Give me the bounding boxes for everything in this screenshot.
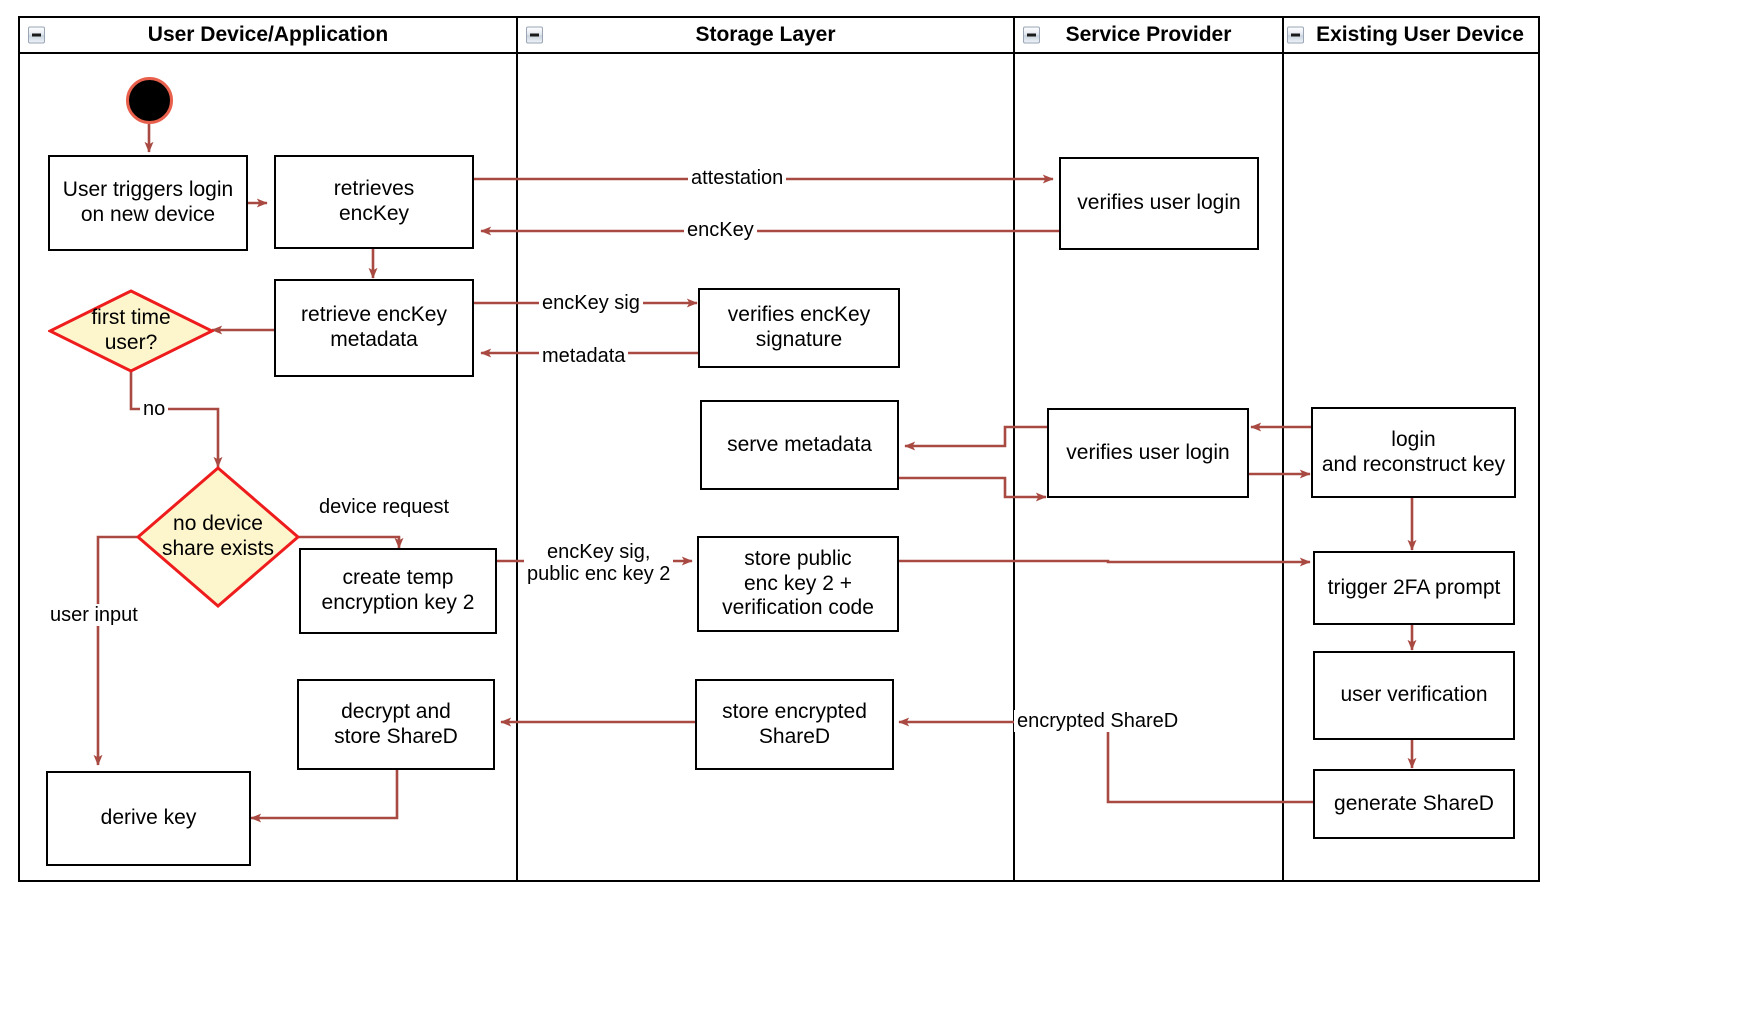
- lane-title-existing-user-device: Existing User Device: [1316, 23, 1524, 46]
- node-store-encrypted-shared[interactable]: store encrypted ShareD: [695, 679, 894, 770]
- edge-label-attestation: attestation: [688, 167, 787, 190]
- node-serve-metadata[interactable]: serve metadata: [700, 400, 899, 490]
- node-generate-shared[interactable]: generate ShareD: [1313, 769, 1515, 839]
- node-verifies-user-login-mid[interactable]: verifies user login: [1047, 408, 1249, 498]
- node-store-public-enc-key-2[interactable]: store public enc key 2 + verification co…: [697, 536, 899, 632]
- edge-label-enckey-sig-public-enc-key-2: encKey sig, public enc key 2: [524, 541, 674, 586]
- edge-label-no: no: [140, 398, 169, 421]
- start-node: [126, 77, 173, 124]
- lane-title-user-device: User Device/Application: [147, 23, 389, 46]
- lane-title-storage-layer: Storage Layer: [695, 23, 836, 46]
- minus-icon[interactable]: [1287, 26, 1304, 44]
- node-login-and-reconstruct-key[interactable]: login and reconstruct key: [1311, 407, 1516, 498]
- node-user-triggers-login[interactable]: User triggers login on new device: [48, 155, 248, 251]
- lane-header-user-device[interactable]: User Device/Application: [18, 16, 518, 54]
- lane-title-service-provider: Service Provider: [1065, 23, 1232, 46]
- lane-header-service-provider[interactable]: Service Provider: [1013, 16, 1284, 54]
- node-retrieves-enckey[interactable]: retrieves encKey: [274, 155, 474, 249]
- minus-icon[interactable]: [526, 26, 543, 44]
- decision-no-device-share-exists[interactable]: no device share exists: [136, 466, 300, 608]
- decision-no-device-share-exists-label: no device share exists: [161, 512, 275, 560]
- node-derive-key[interactable]: derive key: [46, 771, 251, 866]
- node-create-temp-encryption-key-2[interactable]: create temp encryption key 2: [299, 548, 497, 634]
- decision-first-time-user-label: first time user?: [91, 306, 171, 354]
- edge-label-enckey-sig: encKey sig: [539, 292, 643, 315]
- edge-label-enckey: encKey: [684, 219, 757, 242]
- node-user-verification[interactable]: user verification: [1313, 651, 1515, 740]
- edge-label-metadata: metadata: [539, 345, 629, 368]
- node-verifies-enckey-signature[interactable]: verifies encKey signature: [698, 288, 900, 368]
- node-trigger-2fa-prompt[interactable]: trigger 2FA prompt: [1313, 551, 1515, 625]
- node-verifies-user-login-top[interactable]: verifies user login: [1059, 157, 1259, 250]
- minus-icon[interactable]: [1023, 26, 1040, 44]
- edge-label-device-request: device request: [316, 496, 453, 519]
- edge-label-encrypted-shared: encrypted ShareD: [1014, 710, 1182, 733]
- node-decrypt-and-store-shared[interactable]: decrypt and store ShareD: [297, 679, 495, 770]
- minus-icon[interactable]: [28, 26, 45, 44]
- lane-header-existing-user-device[interactable]: Existing User Device: [1282, 16, 1540, 54]
- node-retrieve-enckey-metadata[interactable]: retrieve encKey metadata: [274, 279, 474, 377]
- edge-label-user-input: user input: [47, 604, 141, 627]
- lane-header-storage-layer[interactable]: Storage Layer: [516, 16, 1015, 54]
- decision-first-time-user[interactable]: first time user?: [48, 289, 214, 373]
